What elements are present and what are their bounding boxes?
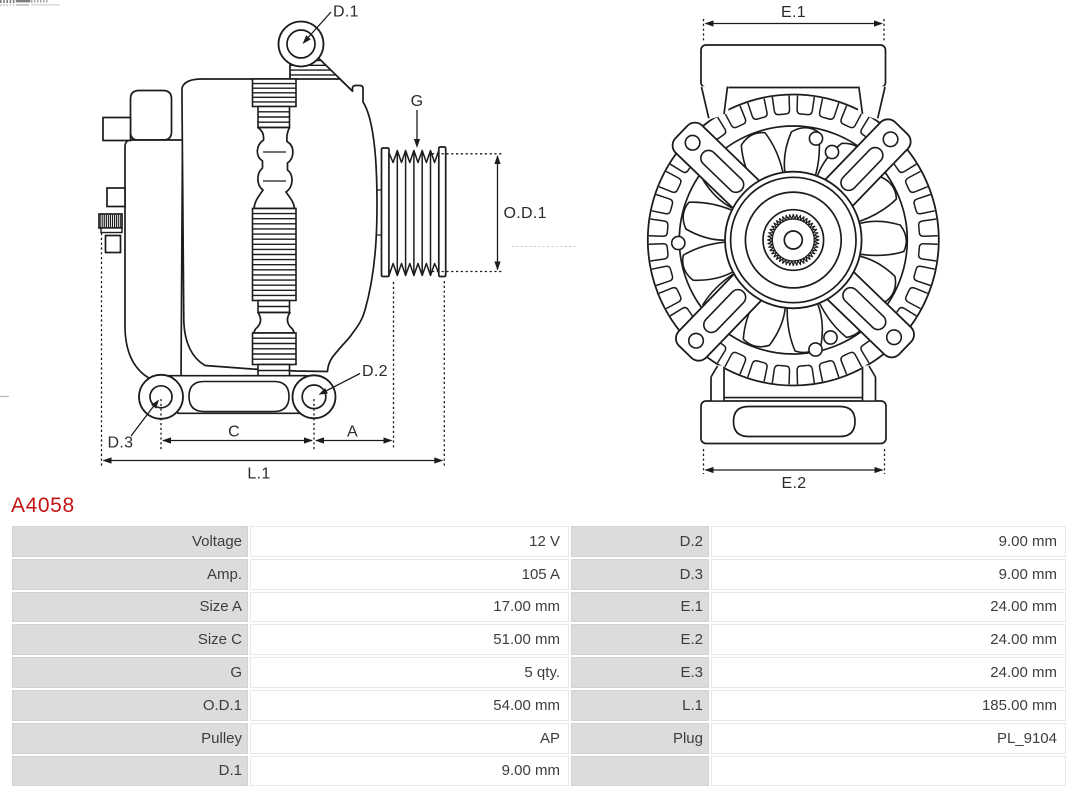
svg-text:G: G xyxy=(411,93,424,110)
svg-text:D.3: D.3 xyxy=(108,435,134,452)
svg-text:E.1: E.1 xyxy=(781,4,806,21)
svg-text:O.D.1: O.D.1 xyxy=(504,205,547,222)
svg-text:D.2: D.2 xyxy=(362,363,388,380)
svg-text:D.1: D.1 xyxy=(333,4,359,21)
svg-text:A: A xyxy=(347,424,358,441)
svg-text:C: C xyxy=(228,424,240,441)
svg-text:E.2: E.2 xyxy=(782,475,807,492)
svg-text:L.1: L.1 xyxy=(247,466,270,483)
